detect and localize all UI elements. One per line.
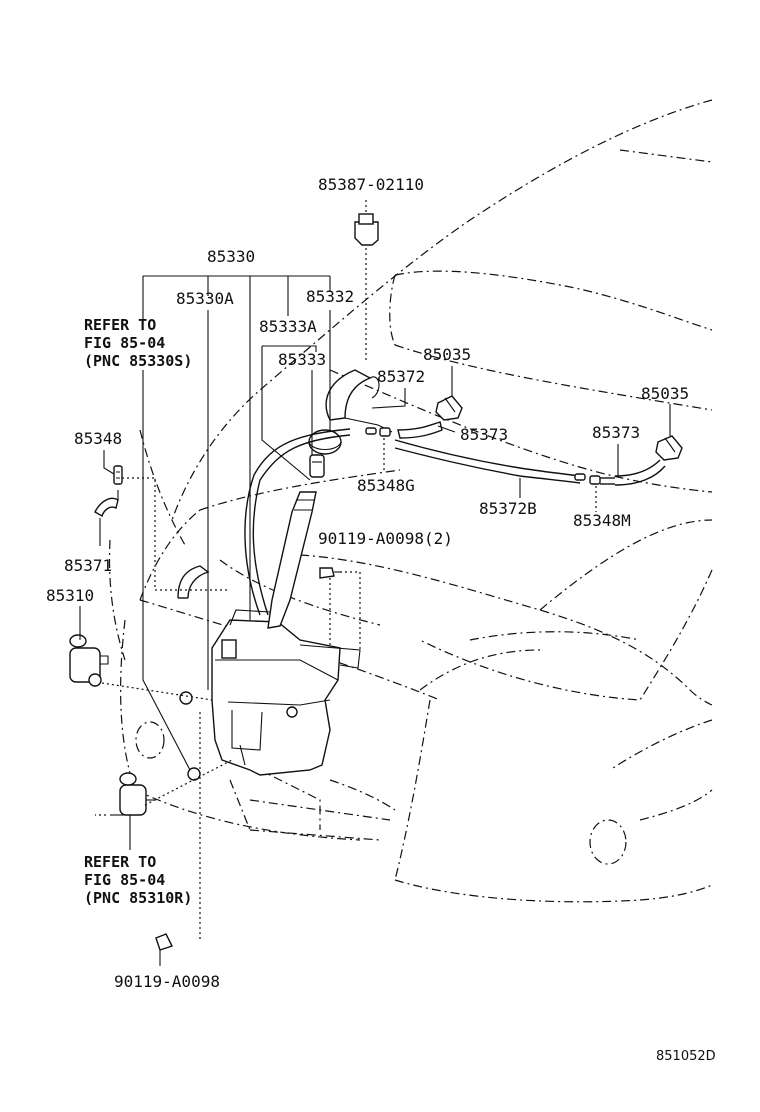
- part-labels: 85387-02110 85330 85330A 85332 85333A 85…: [46, 175, 716, 1064]
- label-85387: 85387-02110: [318, 175, 424, 194]
- label-85372: 85372: [377, 367, 425, 386]
- label-85333: 85333: [278, 350, 326, 369]
- washer-tank: [211, 429, 361, 776]
- label-90119-a0098: 90119-A0098: [114, 972, 220, 991]
- label-85348: 85348: [74, 429, 122, 448]
- label-85333a: 85333A: [259, 317, 317, 336]
- label-90119-a0098-2: 90119-A0098(2): [318, 529, 453, 548]
- label-refer-top-3: (PNC 85330S): [84, 352, 192, 370]
- figure-code: 851052D: [656, 1049, 716, 1064]
- label-85330: 85330: [207, 247, 255, 266]
- label-85035-a: 85035: [423, 345, 471, 364]
- washer-hoses: [94, 369, 666, 616]
- label-85371: 85371: [64, 556, 112, 575]
- label-85348g: 85348G: [357, 476, 415, 495]
- label-85330a: 85330A: [176, 289, 234, 308]
- label-refer-top-2: FIG 85-04: [84, 334, 165, 352]
- label-refer-bot-2: FIG 85-04: [84, 871, 165, 889]
- label-85332: 85332: [306, 287, 354, 306]
- label-85373-a: 85373: [460, 425, 508, 444]
- leader-lines: [79, 200, 671, 966]
- label-85035-b: 85035: [641, 384, 689, 403]
- label-refer-bot-3: (PNC 85310R): [84, 889, 192, 907]
- label-refer-top-1: REFER TO: [84, 316, 156, 334]
- label-85372b: 85372B: [479, 499, 537, 518]
- label-refer-bot-1: REFER TO: [84, 853, 156, 871]
- label-85373-b: 85373: [592, 423, 640, 442]
- label-85310: 85310: [46, 586, 94, 605]
- car-body-outline: [108, 99, 713, 903]
- label-85348m: 85348M: [573, 511, 631, 530]
- small-parts: [69, 213, 683, 951]
